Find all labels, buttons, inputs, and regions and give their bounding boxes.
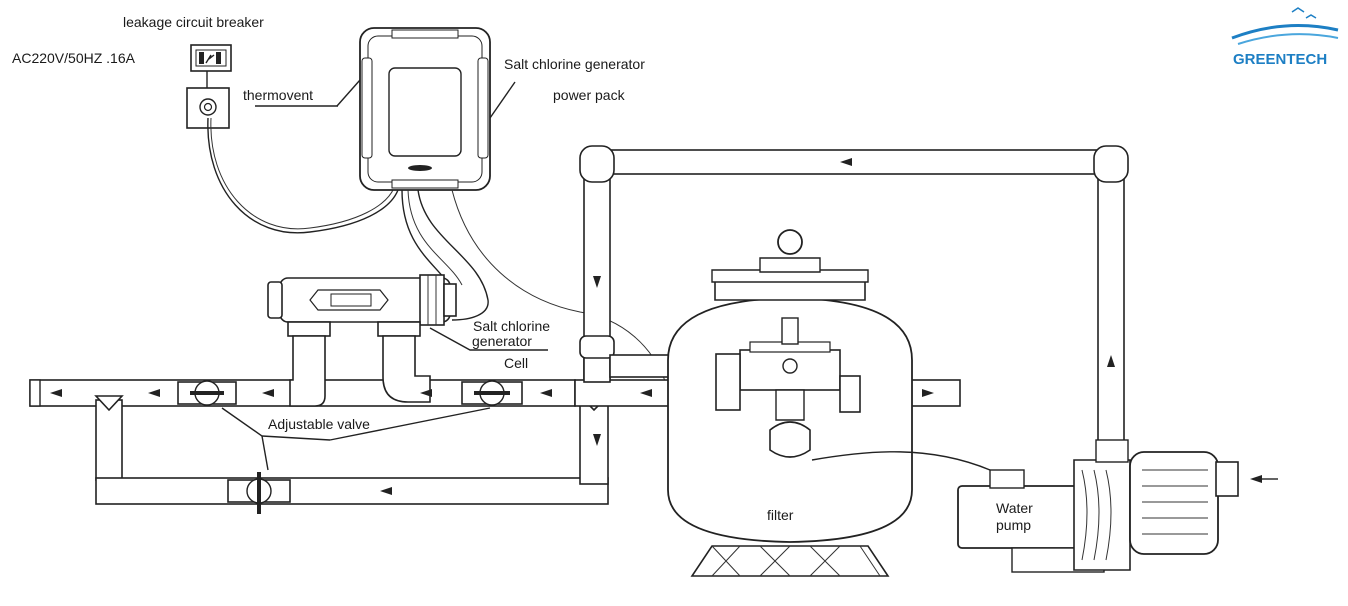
power-socket-icon <box>199 98 217 116</box>
pump-label-line2: pump <box>996 517 1031 533</box>
leakage-breaker <box>186 44 232 129</box>
logo-text: GREENTECH <box>1233 51 1327 68</box>
greentech-logo: GREENTECH <box>1231 7 1339 68</box>
cell-label-line3: Cell <box>504 355 528 371</box>
power-spec-label: AC220V/50HZ .16A <box>12 50 136 66</box>
cell-label-line1: Salt chlorine <box>473 318 550 334</box>
adjustable-valve-3 <box>227 472 291 514</box>
cell-label-line2: generator <box>472 333 532 349</box>
adjustable-valve-2 <box>461 380 523 406</box>
power-pack-label-line1: Salt chlorine generator <box>504 56 645 72</box>
flow-arrow-icon <box>50 158 1278 495</box>
chlorinator-cell <box>267 274 457 337</box>
pump-label-line1: Water <box>996 500 1033 516</box>
breaker-switch-icon <box>199 52 221 64</box>
valve-label: Adjustable valve <box>268 416 370 432</box>
thermovent-label: thermovent <box>243 87 313 103</box>
filter-label: filter <box>767 507 794 523</box>
sand-filter <box>667 229 913 577</box>
adjustable-valve-1 <box>177 380 237 406</box>
breaker-label: leakage circuit breaker <box>123 14 264 30</box>
water-pump <box>957 439 1239 573</box>
power-pack-unit <box>359 27 491 191</box>
power-pack-label-line2: power pack <box>553 87 626 103</box>
pipework <box>29 145 1129 505</box>
